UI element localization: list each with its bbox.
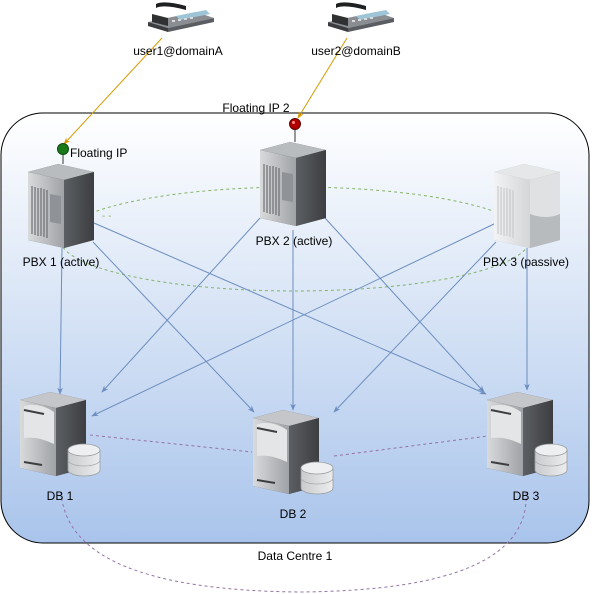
arrow-pbx1-db1 xyxy=(57,247,63,395)
pbx-db-connections xyxy=(57,217,530,417)
db-link-2-3 xyxy=(333,435,489,457)
db-1-label: DB 1 xyxy=(47,489,74,503)
arrow-pbx1-db3 xyxy=(93,222,487,395)
floating-ip-label: Floating IP xyxy=(70,146,127,160)
server-icon xyxy=(259,141,327,227)
red-pin-icon xyxy=(289,118,301,130)
user2-phone[interactable]: user2@domainB xyxy=(311,2,401,58)
pbx-1-label: PBX 1 (active) xyxy=(23,255,100,269)
floating-ip-2-label: Floating IP 2 xyxy=(222,101,289,115)
pin-highlight xyxy=(292,121,295,124)
phone-icon xyxy=(148,2,214,33)
arrow-pbx1-db2 xyxy=(92,241,255,413)
user2-label: user2@domainB xyxy=(311,44,401,58)
green-pin-icon xyxy=(57,143,69,155)
pbx-3-label: PBX 3 (passive) xyxy=(483,255,569,269)
arrow-user2-floating-ip-2 xyxy=(297,37,348,119)
db-3-label: DB 3 xyxy=(513,489,540,503)
arrow-pbx3-db2 xyxy=(333,241,497,413)
datacentre-label: Data Centre 1 xyxy=(258,549,333,563)
arrow-pbx3-db1 xyxy=(91,223,495,417)
arrow-user1-floating-ip xyxy=(63,37,163,145)
db-2[interactable]: DB 2 xyxy=(252,409,334,521)
arrow-pbx2-db3 xyxy=(324,217,485,393)
db-ring-bottom xyxy=(60,491,527,593)
phone-icon xyxy=(328,2,394,33)
floating-ip-pin[interactable] xyxy=(57,143,69,165)
floating-ip-2-pin[interactable] xyxy=(289,118,301,143)
db-3[interactable]: DB 3 xyxy=(486,391,568,503)
datacentre-container xyxy=(0,112,590,544)
ring-dash-mark: - - xyxy=(102,211,111,222)
user1-label: user1@domainA xyxy=(133,44,223,58)
db-2-label: DB 2 xyxy=(280,507,307,521)
pbx-1[interactable]: PBX 1 (active) xyxy=(23,163,100,269)
db-1[interactable]: DB 1 xyxy=(19,391,101,503)
pbx-2-label: PBX 2 (active) xyxy=(256,234,333,248)
server-icon xyxy=(493,163,561,249)
pbx-3[interactable]: PBX 3 (passive) xyxy=(483,163,569,269)
pbx-2[interactable]: PBX 2 (active) xyxy=(256,141,333,248)
server-icon xyxy=(27,163,95,249)
arrow-pbx2-db1 xyxy=(101,217,261,393)
user1-phone[interactable]: user1@domainA xyxy=(133,2,223,58)
